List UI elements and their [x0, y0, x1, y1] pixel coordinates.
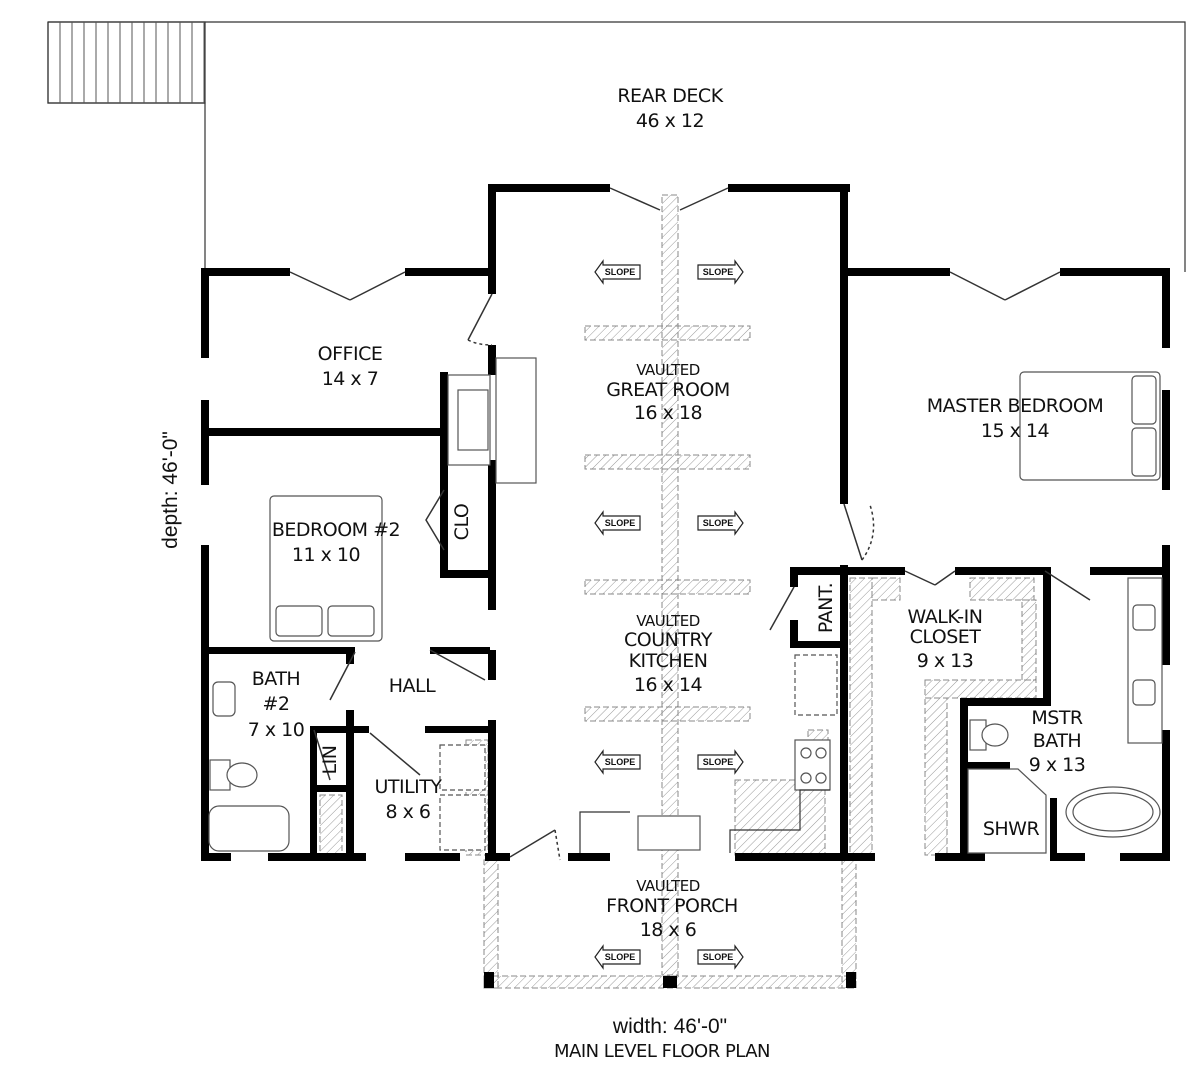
ceiling-beams [584, 194, 751, 976]
slope-arrow-left: SLOPE [594, 944, 641, 970]
dryer [439, 794, 486, 851]
bedroom2-size: 11 x 10 [292, 544, 360, 566]
great-room-prefix: VAULTED [636, 361, 700, 379]
vanity [1127, 577, 1163, 744]
great-room-name: GREAT ROOM [606, 379, 730, 401]
walls [201, 184, 1170, 861]
washer [439, 744, 486, 791]
depth-dimension: depth: 46'-0" [159, 431, 182, 549]
front-porch [483, 859, 857, 989]
kitchen-prefix: VAULTED [636, 612, 700, 630]
sink [212, 681, 236, 717]
deck-stairs [47, 21, 206, 104]
walk-in-closet-size: 9 x 13 [917, 650, 974, 672]
walk-in-closet-name-2: CLOSET [910, 626, 982, 648]
kitchen-name-1: COUNTRY [624, 629, 713, 651]
slope-arrow-left: SLOPE [594, 510, 641, 536]
refrigerator [794, 654, 838, 716]
office-size: 14 x 7 [322, 368, 379, 390]
slope-arrow-left: SLOPE [594, 749, 641, 775]
slope-arrow-right: SLOPE [697, 749, 744, 775]
porch-name: FRONT PORCH [606, 895, 738, 917]
hall-label: HALL [389, 675, 436, 697]
width-dimension: width: 46'-0" [612, 1015, 727, 1038]
rear-deck-name: REAR DECK [617, 85, 723, 107]
svg-text:SLOPE: SLOPE [605, 757, 636, 767]
great-room-size: 16 x 18 [634, 402, 702, 424]
svg-text:SLOPE: SLOPE [703, 518, 734, 528]
porch-size: 18 x 6 [640, 919, 697, 941]
master-bedroom-size: 15 x 14 [981, 420, 1050, 442]
plan-title: MAIN LEVEL FLOOR PLAN [554, 1041, 770, 1062]
queen-bed-bedroom2 [269, 495, 383, 642]
slope-arrow-left: SLOPE [594, 259, 641, 285]
slope-arrow-right: SLOPE [697, 510, 744, 536]
rear-deck-size: 46 x 12 [636, 110, 704, 132]
bath2-name-2: #2 [262, 693, 289, 715]
shower [967, 768, 1047, 854]
bathtub [208, 805, 290, 852]
svg-text:SLOPE: SLOPE [605, 952, 636, 962]
porch-prefix: VAULTED [636, 877, 700, 895]
slope-arrow-right: SLOPE [697, 259, 744, 285]
svg-text:SLOPE: SLOPE [605, 267, 636, 277]
master-bath-name-2: BATH [1033, 730, 1081, 752]
range [794, 739, 831, 791]
utility-name: UTILITY [374, 776, 442, 798]
svg-text:SLOPE: SLOPE [703, 267, 734, 277]
fixtures [208, 371, 1163, 854]
bath2-size: 7 x 10 [248, 719, 305, 741]
kitchen-size: 16 x 14 [634, 674, 703, 696]
kitchen-name-2: KITCHEN [629, 650, 708, 672]
clo-label: CLO [451, 504, 473, 541]
lin-label: LIN [319, 746, 341, 775]
bedroom2-name: BEDROOM #2 [272, 519, 400, 541]
svg-text:SLOPE: SLOPE [703, 952, 734, 962]
bath2-name-1: BATH [252, 668, 300, 690]
rear-deck [47, 21, 1186, 272]
slope-arrow-right: SLOPE [697, 944, 744, 970]
slope-arrows: SLOPE SLOPE SLOPE SLOPE SLOPE SLOPE SLOPE SLOPE [594, 259, 744, 970]
doors [289, 187, 1091, 861]
svg-text:SLOPE: SLOPE [605, 518, 636, 528]
master-bath-name-1: MSTR [1031, 707, 1083, 729]
utility-size: 8 x 6 [386, 801, 431, 823]
master-bath-size: 9 x 13 [1029, 754, 1086, 776]
walk-in-closet-name-1: WALK-IN [908, 606, 983, 628]
master-bedroom-name: MASTER BEDROOM [927, 395, 1103, 417]
shower-label: SHWR [983, 818, 1040, 840]
pantry-label: PANT. [815, 583, 837, 633]
svg-text:SLOPE: SLOPE [703, 757, 734, 767]
kitchen-sink [637, 815, 701, 851]
office-name: OFFICE [318, 343, 383, 365]
queen-bed-master [1019, 371, 1161, 481]
